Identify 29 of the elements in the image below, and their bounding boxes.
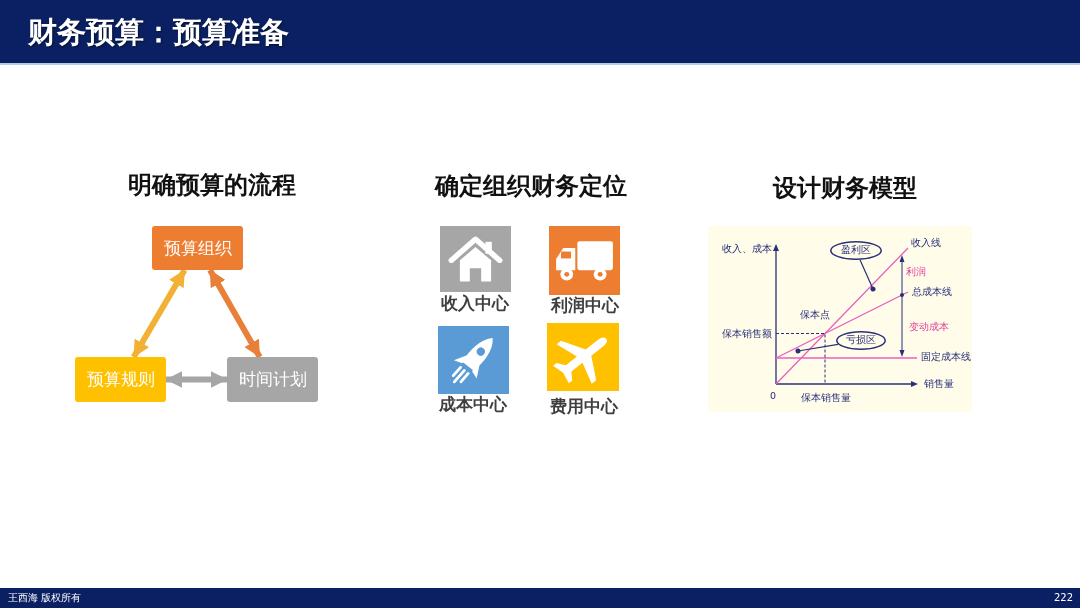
line-label: 固定成本线 (921, 351, 971, 363)
double-arrow (207, 268, 263, 359)
axis-label: 销售量 (924, 378, 954, 390)
callout-ellipse: 盈利区 (830, 241, 882, 260)
line-label: 收入线 (911, 237, 941, 249)
slide-title: 财务预算：预算准备 (28, 14, 289, 51)
dimension-label: 变动成本 (909, 321, 949, 333)
double-arrow (131, 268, 188, 359)
copyright-note: 王西海 版权所有 (8, 592, 82, 604)
point-label: 保本点 (800, 309, 830, 321)
axis-value-label: 保本销售额 (722, 328, 772, 339)
section-heading: 明确预算的流程 (128, 172, 296, 200)
axis-value-label: 保本销售量 (801, 392, 851, 404)
process-box: 预算规则 (75, 357, 166, 402)
line-label: 总成本线 (912, 286, 952, 298)
tick-label: 0 (770, 390, 776, 402)
page-number: 222 (1053, 592, 1073, 604)
tile-caption: 利润中心 (551, 296, 619, 316)
tile-caption: 费用中心 (550, 397, 618, 417)
leader-line (859, 259, 876, 292)
tile-caption: 收入中心 (441, 294, 509, 314)
process-box: 时间计划 (227, 357, 318, 402)
dimension-label: 利润 (906, 266, 926, 278)
section-heading: 确定组织财务定位 (435, 173, 627, 201)
tile-caption: 成本中心 (439, 395, 507, 415)
axis-label: 收入、成本 (722, 243, 772, 255)
process-box: 预算组织 (152, 226, 243, 270)
section-heading: 设计财务模型 (773, 175, 917, 203)
double-arrow (165, 371, 228, 388)
